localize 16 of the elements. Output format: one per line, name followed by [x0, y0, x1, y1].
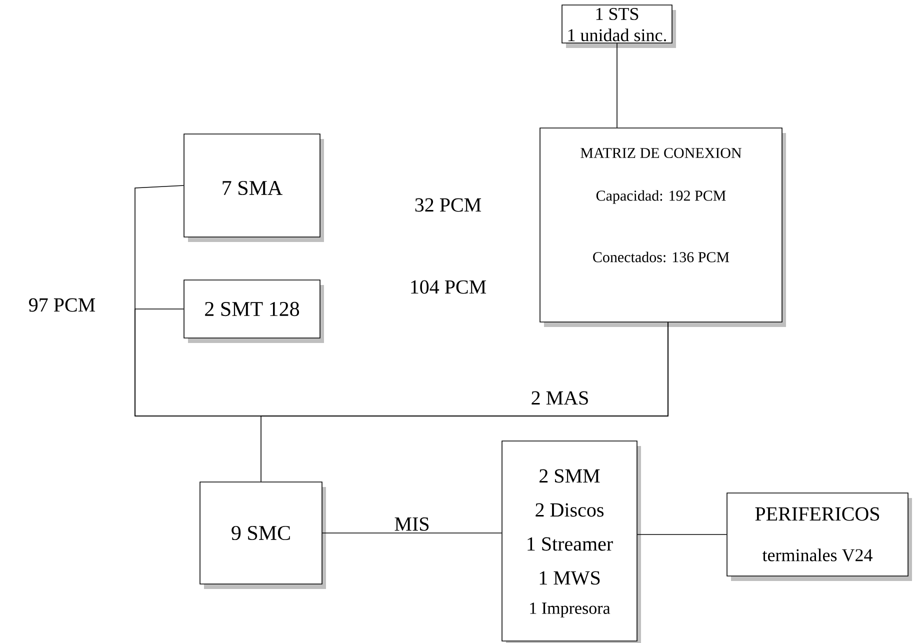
- label: 2 MAS: [532, 391, 588, 405]
- label: 104 PCM: [411, 280, 486, 294]
- box: PERIFERICOS terminales V24: [726, 492, 912, 581]
- box: MATRIZ DE CONEXION Capacidad: 192 PCM Conectados: 136 PCM: [540, 128, 786, 327]
- connector-line: [322, 532, 502, 534]
- connector-line: [616, 43, 618, 128]
- label: 32 PCM: [415, 198, 482, 212]
- label: 97 PCM: [29, 298, 96, 312]
- connector-line: [260, 322, 668, 482]
- box: 2 SMT 128: [184, 280, 324, 343]
- box: 2 SMM 2 Discos 1 Streamer 1 MWS 1 Impresora: [502, 440, 641, 643]
- box: 1 STS 1 unidad sinc.: [562, 4, 676, 48]
- connector-line: [637, 534, 727, 535]
- box: 7 SMA: [184, 134, 324, 242]
- box: 9 SMC: [200, 482, 326, 589]
- edge-label: MIS: [393, 516, 431, 532]
